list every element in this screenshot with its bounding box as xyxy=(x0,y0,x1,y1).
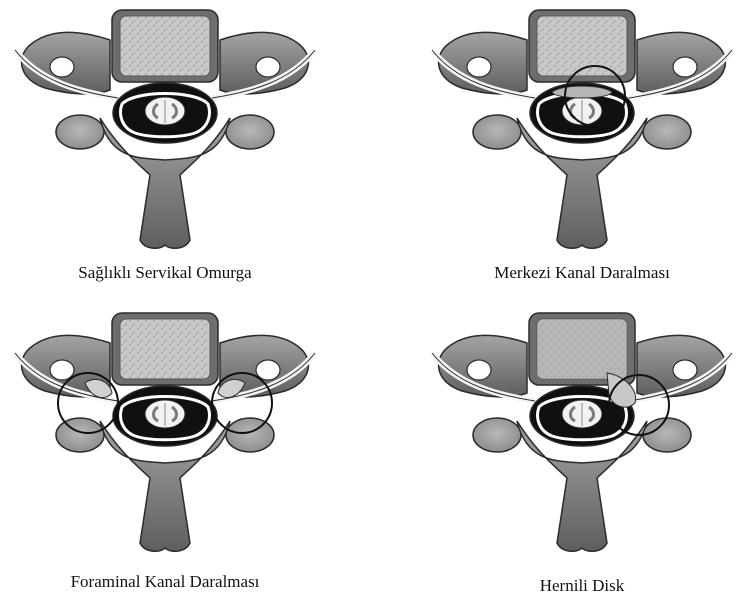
panel-herniated-disc: Hernili Disk xyxy=(417,303,747,603)
vertebra-illustration xyxy=(0,0,330,260)
vertebra-illustration xyxy=(0,303,330,563)
panel-caption: Hernili Disk xyxy=(417,576,747,596)
vertebra-illustration xyxy=(417,0,747,260)
panel-foraminal-stenosis: Foraminal Kanal Daralması xyxy=(0,303,330,603)
vertebra-illustration xyxy=(417,303,747,563)
panel-caption: Foraminal Kanal Daralması xyxy=(0,572,330,592)
panel-healthy: Sağlıklı Servikal Omurga xyxy=(0,0,330,300)
panel-caption: Merkezi Kanal Daralması xyxy=(417,263,747,283)
panel-central-stenosis: Merkezi Kanal Daralması xyxy=(417,0,747,300)
panel-caption: Sağlıklı Servikal Omurga xyxy=(0,263,330,283)
